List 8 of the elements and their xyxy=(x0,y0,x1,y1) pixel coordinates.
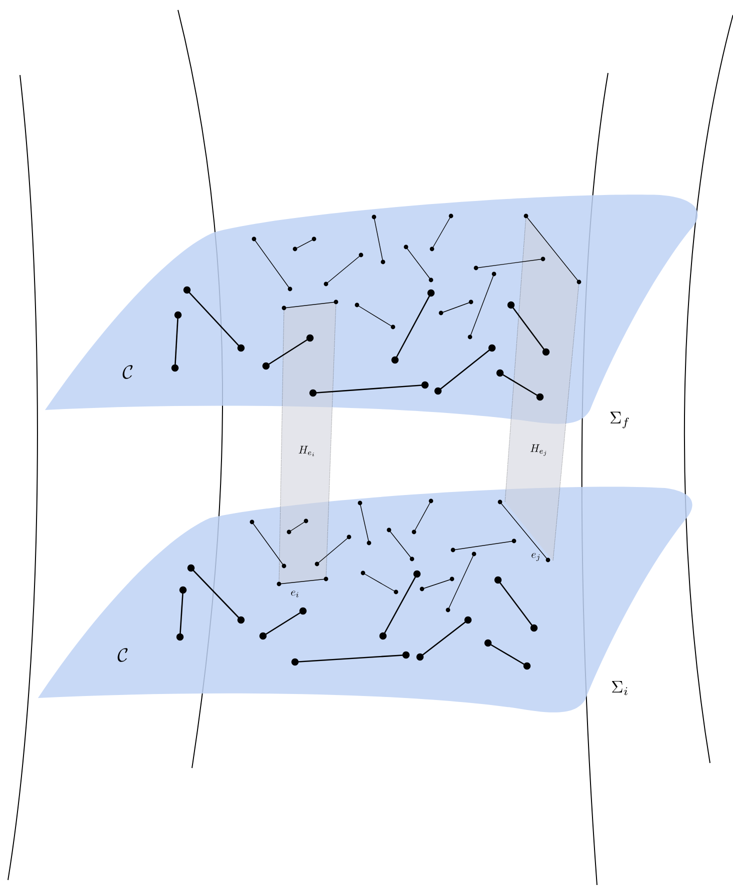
math-label: $H_{e_j}$ xyxy=(530,444,546,456)
math-label: $e_j$ xyxy=(532,552,540,561)
math-label: $e_i$ xyxy=(291,590,298,598)
math-label: $\mathcal{C}$ xyxy=(118,648,128,662)
math-label: $\Sigma_f$ xyxy=(610,412,629,428)
math-label: $H_{e_i}$ xyxy=(298,446,314,456)
math-label: $\mathcal{C}$ xyxy=(122,365,133,379)
math-label: $\Sigma_i$ xyxy=(612,680,628,696)
